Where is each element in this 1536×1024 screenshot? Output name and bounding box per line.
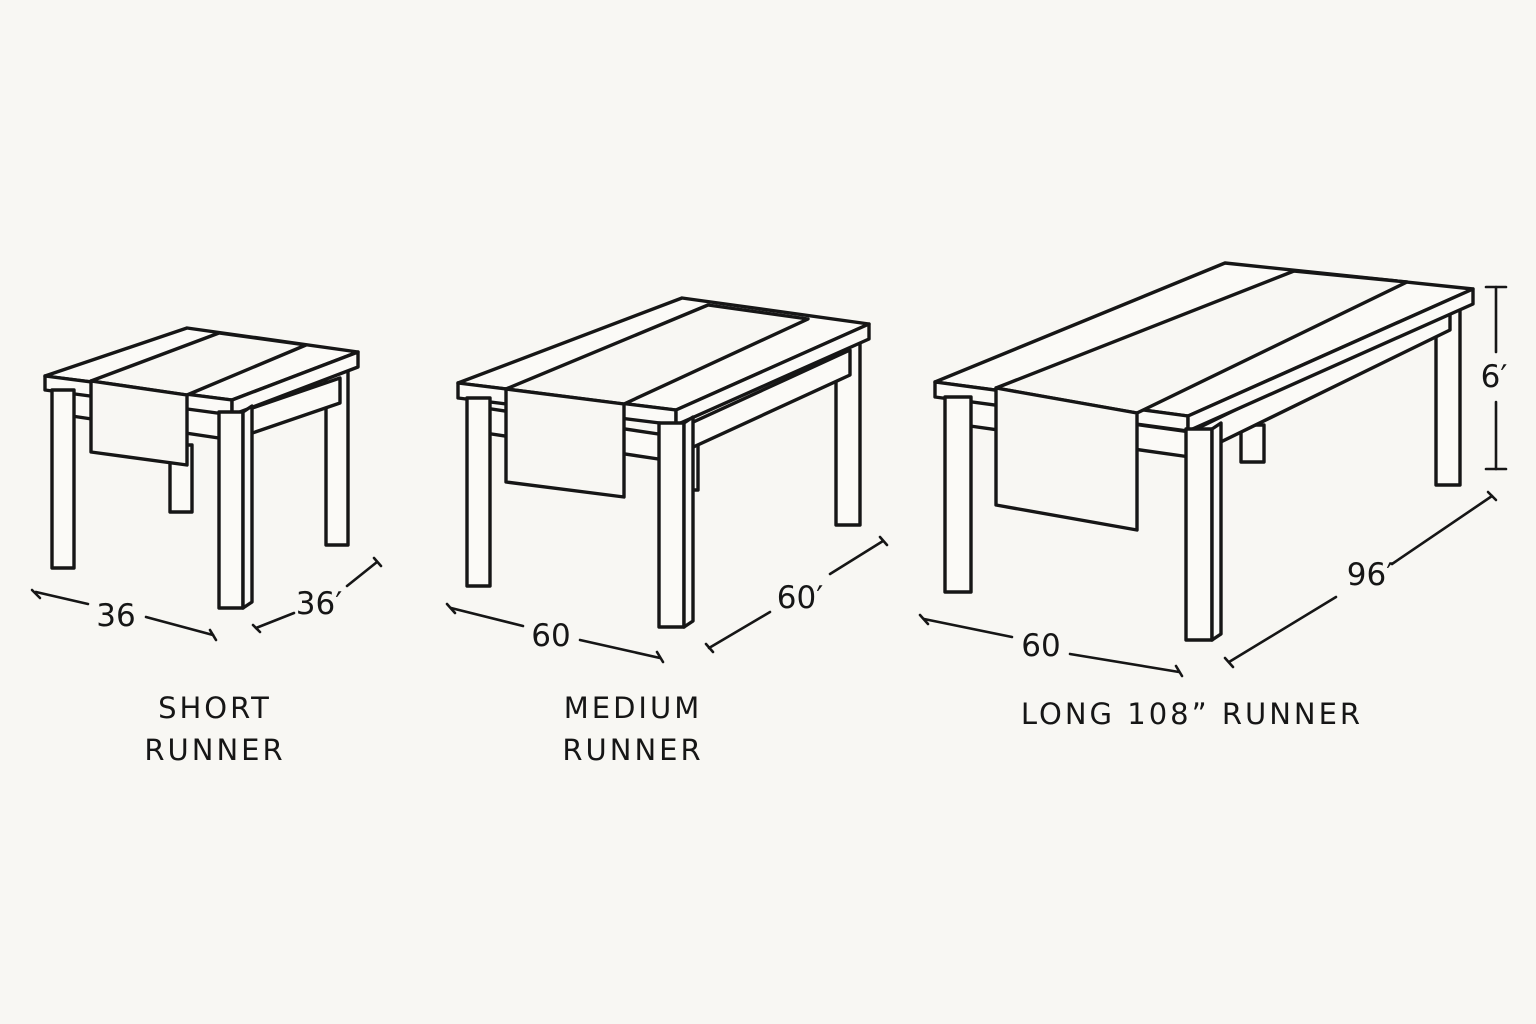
short-width-label: 36 bbox=[96, 598, 135, 634]
long-width-dimension bbox=[918, 613, 1184, 678]
short-depth-dimension bbox=[251, 556, 383, 634]
medium-width-dimension bbox=[445, 602, 665, 664]
long-height-dimension bbox=[1484, 285, 1508, 471]
medium-depth-label: 60′ bbox=[777, 580, 824, 616]
long-depth-dimension bbox=[1223, 490, 1498, 669]
medium-caption-line-2: RUNNER bbox=[562, 733, 703, 767]
short-table bbox=[43, 326, 360, 610]
long-table bbox=[933, 261, 1475, 642]
medium-caption-line-1: MEDIUM bbox=[564, 691, 702, 725]
long-caption: LONG 108” RUNNER bbox=[1021, 697, 1363, 731]
short-width-dimension bbox=[30, 588, 218, 642]
long-width-label: 60 bbox=[1021, 628, 1060, 664]
long-height-label: 6′ bbox=[1481, 359, 1508, 395]
medium-depth-dimension bbox=[704, 535, 889, 654]
long-depth-label: 96′ bbox=[1347, 557, 1394, 593]
short-depth-label: 36′ bbox=[296, 586, 343, 622]
medium-width-label: 60 bbox=[531, 618, 570, 654]
short-caption-line-1: SHORT bbox=[158, 691, 272, 725]
short-caption-line-2: RUNNER bbox=[144, 733, 285, 767]
medium-table bbox=[456, 296, 871, 629]
